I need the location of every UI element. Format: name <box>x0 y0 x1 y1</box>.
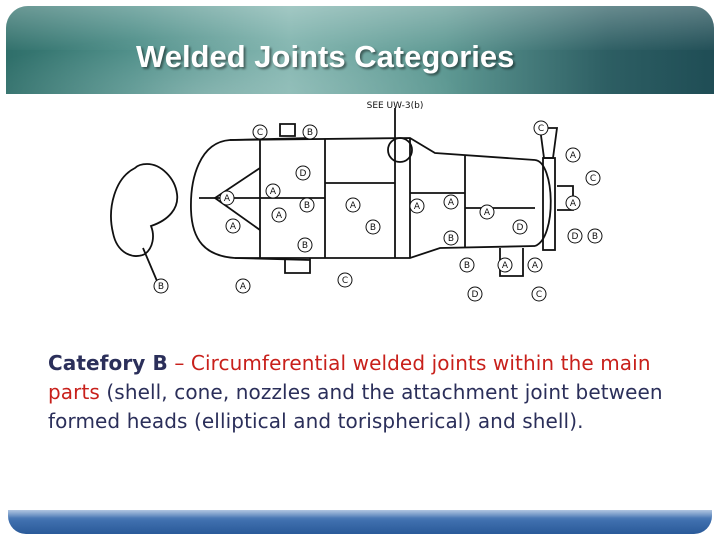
joint-label: A <box>502 261 509 271</box>
top-right-nozzle <box>538 127 559 159</box>
joint-label: B <box>307 128 313 138</box>
joint-label: A <box>532 261 539 271</box>
joint-label: A <box>230 222 237 232</box>
top-left-nozzle <box>279 123 296 137</box>
joint-label: B <box>448 234 454 244</box>
left-head-outline <box>190 137 311 261</box>
joint-label: D <box>472 290 479 300</box>
joint-label: B <box>304 201 310 211</box>
joint-label: D <box>517 223 524 233</box>
joint-label: C <box>257 128 263 138</box>
detached-head-outline <box>110 163 179 257</box>
joint-label: B <box>592 232 598 242</box>
joint-label: B <box>302 241 308 251</box>
joint-label: A <box>224 194 231 204</box>
category-definition-rest: (shell, cone, nozzles and the attachment… <box>48 380 663 433</box>
category-definition-highlight: Circumferential welded joints within the… <box>48 351 651 404</box>
joint-label: D <box>300 169 307 179</box>
joint-label: A <box>270 187 277 197</box>
detached-leader <box>142 247 158 282</box>
slide-title: Welded Joints Categories <box>136 39 515 74</box>
joint-label: A <box>448 198 455 208</box>
joint-label: D <box>572 232 579 242</box>
joint-label: B <box>158 282 164 292</box>
title-bar: Welded Joints Categories <box>6 6 714 94</box>
shell-top <box>229 137 536 161</box>
joint-label: B <box>464 261 470 271</box>
joint-label: A <box>414 202 421 212</box>
top-manway <box>387 137 413 163</box>
joint-label: A <box>276 211 283 221</box>
shell-bottom <box>235 245 536 259</box>
body-paragraph: Catefory B – Circumferential welded join… <box>48 349 668 436</box>
welded-joints-diagram: SEE UW-3(b) C B D A A A B A B A B A A B … <box>110 101 603 302</box>
joint-label: A <box>350 201 357 211</box>
footer-bar <box>8 510 712 534</box>
joint-label: C <box>590 174 596 184</box>
joint-label: A <box>570 199 577 209</box>
joint-label: C <box>536 290 542 300</box>
joint-label: C <box>538 124 544 134</box>
bottom-support-left <box>284 258 311 274</box>
joint-label: B <box>370 223 376 233</box>
category-term: Catefory B <box>48 351 168 375</box>
right-head-outline <box>534 159 552 247</box>
dash: – <box>167 351 191 375</box>
joint-label: A <box>484 208 491 218</box>
callout-label: SEE UW-3(b) <box>367 101 424 111</box>
joint-label: A <box>570 151 577 161</box>
joint-label: C <box>342 276 348 286</box>
joint-label: A <box>240 282 247 292</box>
